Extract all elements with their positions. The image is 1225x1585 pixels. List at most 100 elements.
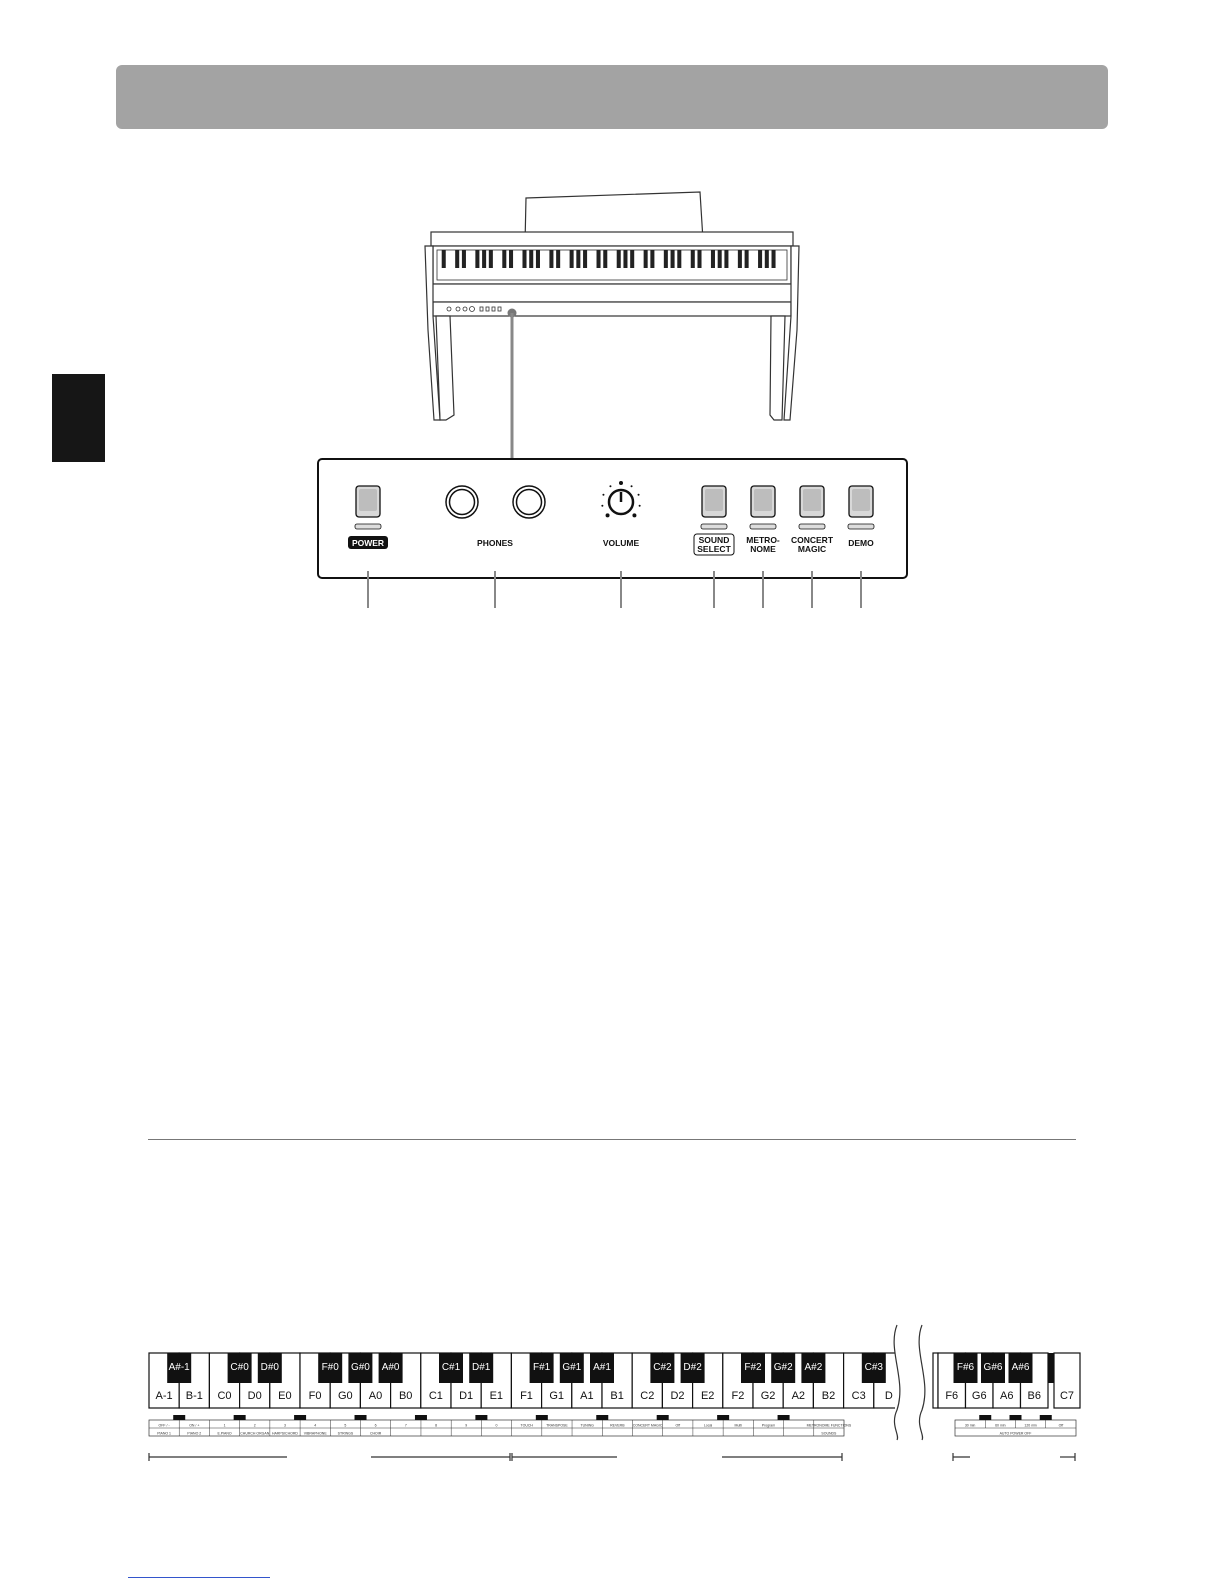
function-strip-label: 3 [284,1424,286,1428]
black-key [741,1353,765,1383]
black-key [861,1353,886,1383]
break-line-left [893,1324,901,1441]
white-key-label: F0 [309,1390,322,1402]
sound-select-label-box [693,533,735,556]
white-key-label: A-1 [156,1390,173,1402]
header-bar [116,65,1108,129]
concert-magic-label-line1: CONCERT [791,535,834,545]
power-label-badge [348,536,388,549]
metronome-button[interactable] [750,485,776,518]
mini-black-key [764,250,769,268]
mini-black-key [482,250,487,268]
black-key [469,1353,494,1383]
keyboard-break [895,1325,931,1440]
mini-black-key [623,250,628,268]
black-key [529,1353,554,1383]
concert-magic-button[interactable] [799,485,825,518]
function-strip-label: Multi [735,1424,743,1428]
mini-black-key [630,250,635,268]
function-strip-label: 30 min [965,1424,976,1428]
black-key-label: C#1 [442,1362,461,1373]
mini-black-key [744,250,749,268]
concert-magic-label-line2: MAGIC [798,544,826,554]
function-strip-label: TRANSPOSE [546,1424,568,1428]
function-strip-marker [656,1415,669,1420]
footer-link-underline [128,1577,270,1578]
right-leg [769,315,786,421]
mini-black-key [488,250,493,268]
function-strip-label: ON / + [189,1424,199,1428]
mini-white-keys [436,249,788,281]
volume-tick [632,513,637,518]
function-strip-label: METRONOME FUNCTIONS [807,1424,852,1428]
mini-black-key [502,250,507,268]
white-key-label: G6 [972,1390,987,1402]
white-key-label: A1 [580,1390,593,1402]
phones-jack-1[interactable] [445,485,479,519]
mini-black-key [529,250,534,268]
mini-black-key [677,250,682,268]
function-strip-marker [294,1415,307,1420]
auto-power-off-label: AUTO POWER OFF [1000,1432,1032,1436]
black-key-label: C#0 [230,1362,249,1373]
white-key [1053,1352,1081,1409]
function-strip-label: 120 min [1024,1424,1037,1428]
mini-black-key [643,250,648,268]
black-key [348,1353,373,1383]
control-panel [317,458,908,579]
white-key-label: D1 [459,1390,473,1402]
sound-select-label-line2: SELECT [697,544,731,554]
metronome-label-line2: NOME [750,544,776,554]
black-key-label: D#2 [683,1362,702,1373]
piano-illustration [424,191,800,421]
function-strip-marker [777,1415,790,1420]
phones-jack-2[interactable] [512,485,546,519]
black-key [559,1353,584,1383]
white-key-label: E1 [490,1390,503,1402]
sound-select-button[interactable] [701,485,727,518]
function-strip-label: 8 [435,1424,437,1428]
mini-black-key [441,250,446,268]
function-strip-label: OFF / - [159,1424,171,1428]
concert-magic-led [798,523,826,530]
function-strip-marker [1039,1415,1052,1420]
function-strip-label: 0 [496,1424,498,1428]
mini-black-key [724,250,729,268]
volume-knob[interactable] [607,488,635,516]
mini-black-key [771,250,776,268]
white-key-label: D [885,1390,893,1402]
metronome-label-line1: METRO- [746,535,780,545]
black-key-label: C#3 [865,1362,884,1373]
function-strip-marker [1009,1415,1022,1420]
white-key-label: G2 [761,1390,776,1402]
black-key [227,1353,252,1383]
function-strip-marker [979,1415,992,1420]
volume-label: VOLUME [603,538,640,548]
white-key-label: F1 [520,1390,533,1402]
mini-controls [446,306,502,312]
function-strip-label: 2 [254,1424,256,1428]
function-strip-label: Off [675,1424,680,1428]
mini-black-key [737,250,742,268]
white-key-label: A2 [792,1390,805,1402]
mini-black-key [569,250,574,268]
function-strip-marker [354,1415,367,1420]
volume-tick [630,485,633,488]
white-key-label: F2 [731,1390,744,1402]
control-strip [432,301,792,317]
mini-black-key [710,250,715,268]
function-strip-label: 7 [405,1424,407,1428]
function-strip-marker [233,1415,246,1420]
black-key-label: F#1 [533,1362,551,1373]
function-strip-marker [414,1415,427,1420]
black-key-label: A#6 [1012,1362,1030,1373]
white-key-label: A6 [1000,1390,1013,1402]
white-key-label: D2 [670,1390,684,1402]
white-key-partial [932,1352,939,1409]
sound-select-led [700,523,728,530]
function-strip-label: 6 [375,1424,377,1428]
function-strip-label: E.PIANO [217,1432,231,1436]
demo-button[interactable] [848,485,874,518]
power-button[interactable] [355,485,381,518]
